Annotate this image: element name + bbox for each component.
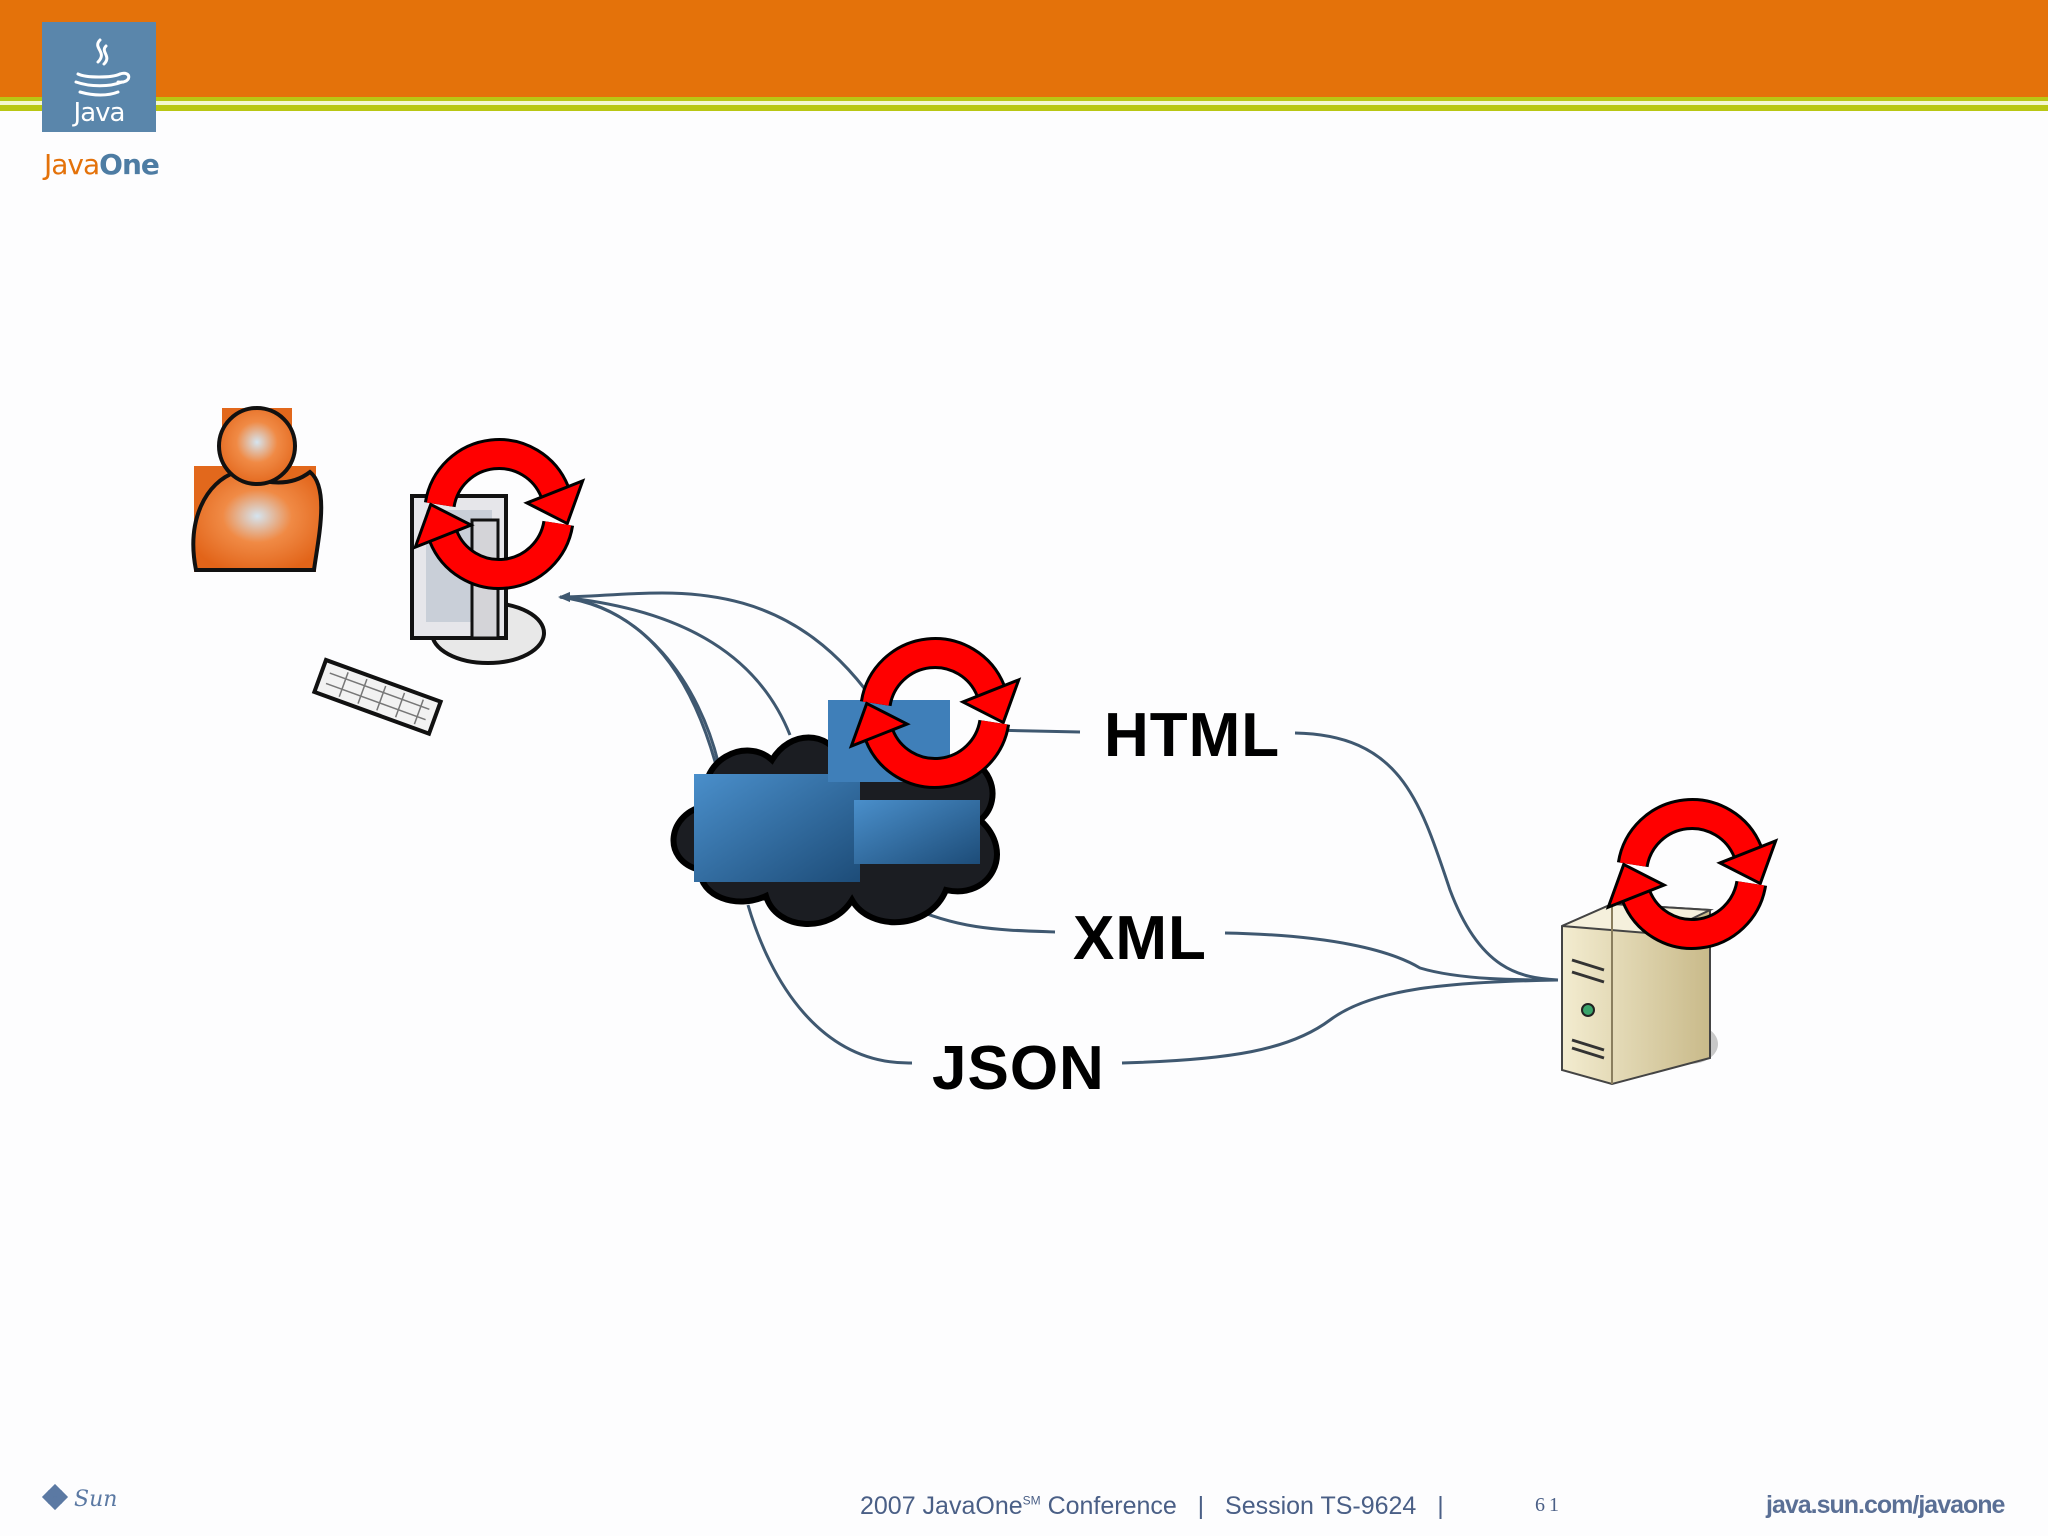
connector-client-4 (560, 597, 720, 780)
java-logo-text: Java (42, 98, 156, 128)
footer-separator-1: | (1198, 1492, 1205, 1520)
sun-logo: Sun (40, 1484, 140, 1526)
java-cup-icon (42, 30, 156, 100)
footer-conference: Conference (1041, 1492, 1177, 1520)
footer-separator-2: | (1437, 1492, 1444, 1520)
label-xml: XML (1073, 903, 1207, 974)
footer-url: java.sun.com/javaone (1766, 1491, 2004, 1520)
cloud-icon (674, 700, 997, 924)
refresh-icons (415, 454, 1775, 934)
connector-client-3 (560, 597, 720, 770)
connector-json-right (1122, 980, 1558, 1063)
page-number: 61 (1535, 1494, 1563, 1517)
connector-html-right (1295, 733, 1558, 980)
footer-session: Session TS-9624 (1225, 1492, 1416, 1520)
footer-service-mark: SM (1023, 1494, 1041, 1508)
footer-info: 2007 JavaOneSM Conference | Session TS-9… (860, 1492, 1444, 1521)
java-logo: Java (42, 22, 156, 132)
user-icon (193, 408, 321, 572)
footer-conference-year: 2007 JavaOne (860, 1492, 1023, 1520)
sun-logo-text: Sun (74, 1487, 117, 1512)
connector-json-left (748, 905, 912, 1063)
label-html: HTML (1104, 700, 1280, 771)
label-json: JSON (932, 1033, 1105, 1104)
connector-xml-right (1225, 933, 1558, 980)
